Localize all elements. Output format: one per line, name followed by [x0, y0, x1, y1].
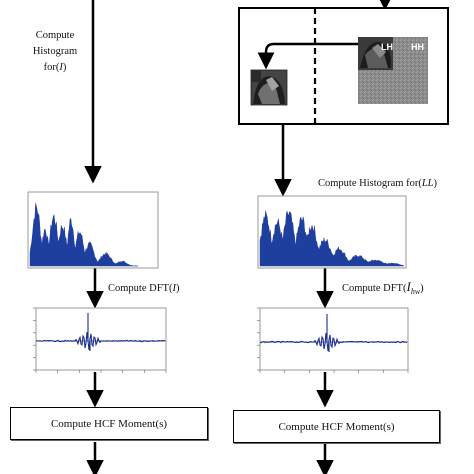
right-histogram-plot [257, 195, 407, 269]
right-histogram-label: Compute Histogram for(LL) [318, 178, 438, 189]
left-histogram-label-line2: Histogram [32, 46, 78, 57]
right-dft-signal [260, 314, 408, 352]
left-histogram-label-line1: Compute [35, 30, 75, 41]
right-dft-axis-ticks [257, 307, 409, 373]
left-histogram-bars [29, 203, 138, 267]
left-hcf-label: Compute HCF Moment(s) [50, 417, 168, 430]
left-histogram-label-line3: for(I) [43, 62, 67, 73]
right-dft-plot [257, 307, 409, 373]
left-dft-signal [36, 313, 166, 351]
wavelet-subbands-image [358, 37, 428, 104]
left-histogram-var: I [59, 62, 63, 73]
right-hcf-box: Compute HCF Moment(s) [233, 410, 440, 443]
left-hcf-box: Compute HCF Moment(s) [10, 407, 208, 440]
left-histogram-plot [27, 191, 159, 269]
ll-extraction-arrow [257, 42, 358, 70]
wavelet-decomposition-box [238, 7, 449, 125]
subband-hh-label: HH [411, 42, 424, 52]
ll-thumbnail-image [250, 69, 288, 106]
right-hcf-label: Compute HCF Moment(s) [278, 420, 395, 433]
left-histogram-label: Compute Histogram for(I) [20, 28, 90, 76]
left-dft-axis-ticks [33, 307, 167, 373]
right-histogram-bars [259, 210, 405, 267]
left-dft-var: I [172, 283, 176, 294]
right-dft-subscript: hw [410, 287, 421, 297]
right-dft-var: I [406, 279, 411, 294]
subband-lh-label: LH [381, 42, 393, 52]
right-dft-label: Compute DFT(Ihw) [342, 279, 424, 297]
left-dft-plot [33, 307, 167, 373]
right-histogram-var: LL [421, 178, 434, 189]
left-dft-label: Compute DFT(I) [108, 283, 180, 294]
